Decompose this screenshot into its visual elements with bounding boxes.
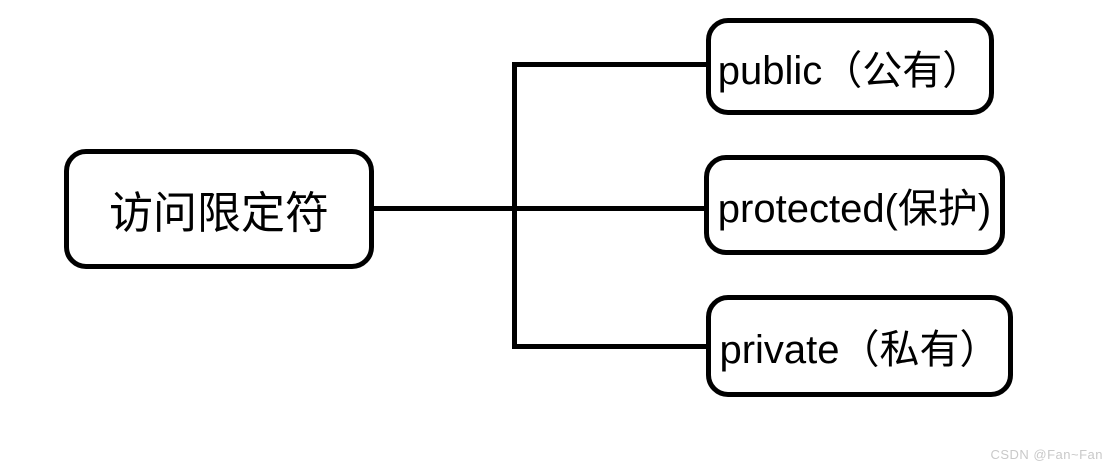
connector-branch-private xyxy=(512,344,708,349)
node-public-label: public（公有） xyxy=(717,48,983,93)
connector-branch-public xyxy=(512,62,708,67)
node-protected-label: protected(保护) xyxy=(717,187,992,231)
connector-trunk xyxy=(512,62,517,349)
connector-root-to-protected xyxy=(372,206,706,211)
node-public: public（公有） xyxy=(706,18,994,115)
node-access-specifier: 访问限定符 xyxy=(64,149,374,269)
node-private-label: private（私有） xyxy=(719,328,1000,372)
node-protected: protected(保护) xyxy=(704,155,1005,255)
watermark: CSDN @Fan~Fan xyxy=(990,447,1103,462)
node-access-specifier-label: 访问限定符 xyxy=(109,189,329,238)
node-private: private（私有） xyxy=(706,295,1013,397)
